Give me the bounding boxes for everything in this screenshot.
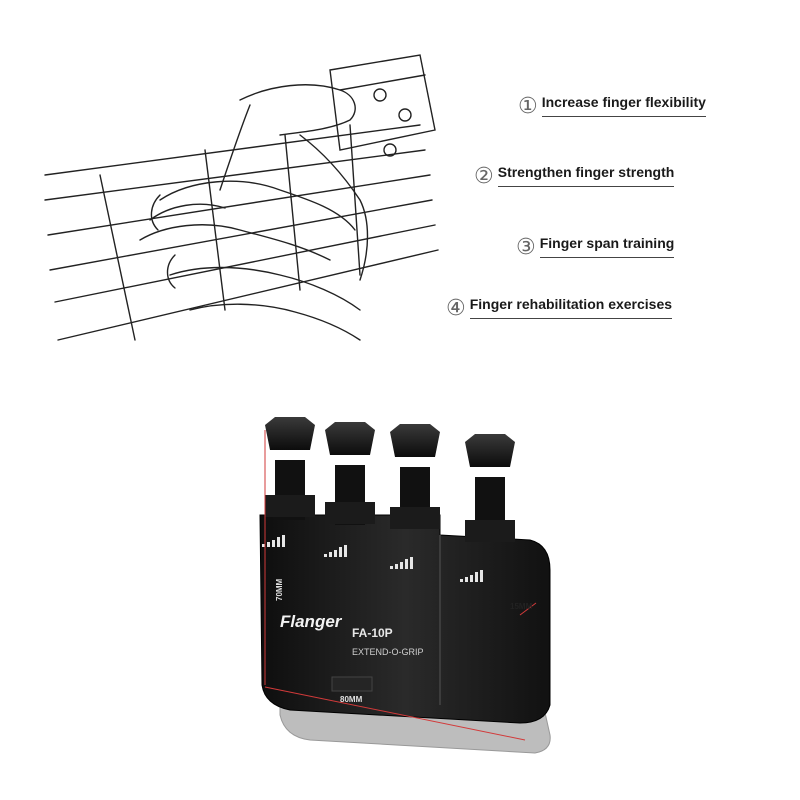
feature-number: ① — [518, 92, 538, 118]
dimension-lines — [264, 430, 537, 741]
device-subtitle: EXTEND-O-GRIP — [352, 647, 424, 657]
device-body — [259, 514, 551, 724]
finger-key-3 — [390, 424, 440, 529]
feature-label: Strengthen finger strength — [497, 164, 675, 187]
device-model: FA-10P — [352, 626, 393, 640]
device-brand: Flanger — [280, 612, 343, 631]
finger-key-2 — [325, 422, 375, 525]
finger-exerciser-device: Flanger FA-10P EXTEND-O-GRIP 70MM 80MM 1… — [259, 417, 551, 754]
feature-number: ② — [474, 162, 494, 188]
finger-key-4 — [465, 434, 515, 542]
finger-key-1 — [265, 417, 315, 520]
feature-item-4: ④ Finger rehabilitation exercises — [446, 294, 673, 320]
feature-number: ③ — [516, 233, 536, 259]
feature-item-1: ① Increase finger flexibility — [518, 94, 706, 117]
dimension-depth-label: 15MM — [510, 602, 533, 611]
feature-label: Finger span training — [539, 235, 675, 258]
dimension-width-label: 80MM — [340, 695, 363, 704]
feature-number: ④ — [446, 294, 466, 320]
feature-item-2: ② Strengthen finger strength — [474, 162, 675, 188]
finger-keys — [265, 417, 515, 542]
dimension-height-label: 70MM — [275, 578, 284, 601]
feature-label: Finger rehabilitation exercises — [469, 296, 673, 319]
tension-level-icons — [262, 535, 483, 582]
hand-guitar-sketch — [44, 54, 439, 341]
feature-label: Increase finger flexibility — [541, 94, 706, 117]
feature-item-3: ③ Finger span training — [516, 233, 675, 259]
